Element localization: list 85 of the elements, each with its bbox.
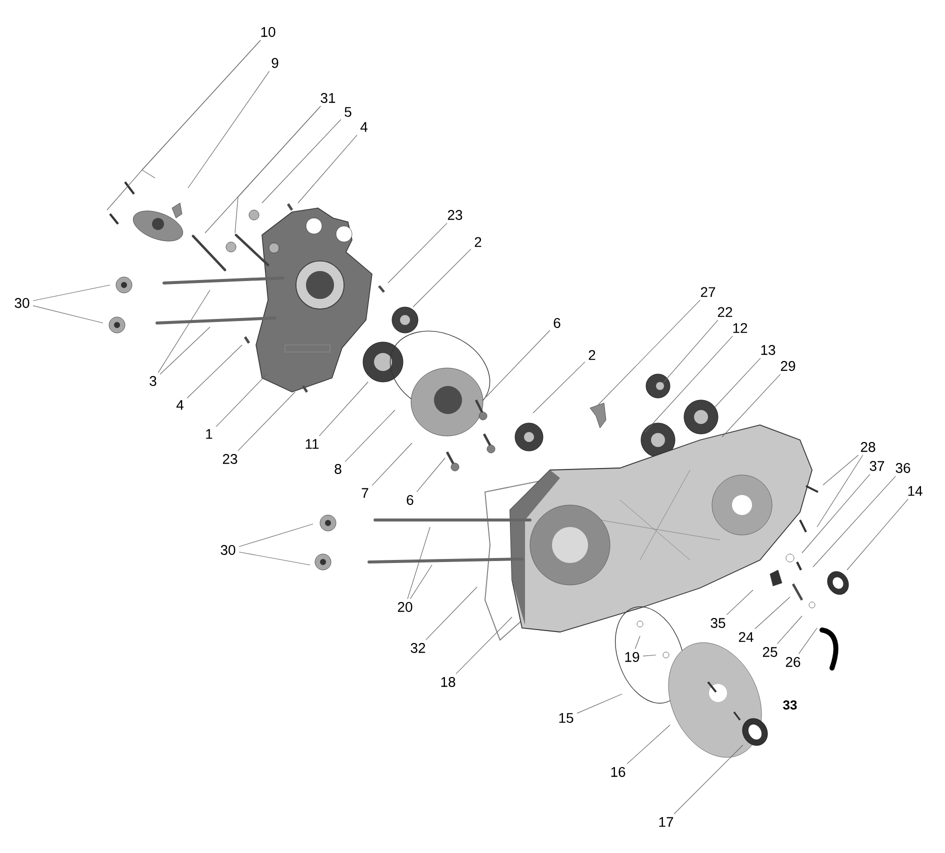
callout-number: 7 <box>362 488 368 498</box>
callout-number: 9 <box>272 58 278 68</box>
callout-number: 4 <box>176 400 184 410</box>
leader-line <box>626 724 670 764</box>
callout-number: 29 <box>780 361 796 371</box>
callout-number: 14 <box>908 486 922 496</box>
callout-number: 31 <box>320 93 336 103</box>
leader-line <box>456 616 512 674</box>
leader-line <box>344 410 396 462</box>
leader-line <box>160 326 210 375</box>
leader-line <box>372 442 412 486</box>
leader-line <box>158 290 210 374</box>
callout-number: 30 <box>220 545 236 555</box>
leader-line <box>798 628 818 654</box>
leader-line <box>714 358 761 408</box>
leader-line <box>216 374 268 427</box>
leader-line <box>816 454 864 528</box>
callout-number: 28 <box>860 442 876 452</box>
callout-number: 10 <box>261 27 276 37</box>
callout-number: 5 <box>344 107 352 117</box>
leader-line <box>846 498 908 570</box>
callout-number: 4 <box>360 122 368 132</box>
callout-number: 26 <box>786 657 800 667</box>
callout-number: 22 <box>718 307 732 317</box>
leader-line <box>410 564 432 600</box>
callout-number: 17 <box>659 817 674 827</box>
leader-line <box>407 526 430 600</box>
leader-line <box>802 474 870 554</box>
leader-line <box>726 590 754 616</box>
leader-line <box>318 382 368 436</box>
callout-number: 8 <box>334 464 342 474</box>
callout-number: 6 <box>554 318 560 328</box>
callout-number: 37 <box>870 461 884 471</box>
leader-line <box>186 344 242 398</box>
leader-line <box>388 222 448 284</box>
leader-line <box>634 636 640 650</box>
leader-line <box>32 284 110 302</box>
callout-number: 24 <box>738 632 754 642</box>
leader-line <box>532 362 586 414</box>
callout-number: 11 <box>306 439 319 449</box>
leader-line <box>412 248 472 308</box>
leader-line <box>486 330 550 398</box>
leader-line <box>644 336 733 432</box>
leader-line <box>776 616 802 644</box>
leader-line <box>298 134 358 204</box>
callout-number: 16 <box>611 767 626 777</box>
callout-number: 35 <box>710 618 726 628</box>
callout-number: 15 <box>559 713 574 723</box>
callout-number: 1 <box>206 429 212 439</box>
callout-number: 2 <box>588 350 596 360</box>
leader-line <box>188 70 270 188</box>
leader-line <box>234 106 321 234</box>
leader-line <box>262 119 342 204</box>
leader-line <box>674 744 744 814</box>
leader-line <box>238 524 314 547</box>
callout-number: 12 <box>733 323 748 333</box>
callout-number: 27 <box>700 287 716 297</box>
leader-line <box>238 552 310 566</box>
callout-number: 3 <box>150 376 156 386</box>
leader-line <box>416 458 446 492</box>
leader-line <box>576 694 622 714</box>
leader-line <box>662 320 718 384</box>
leader-line <box>238 392 296 452</box>
callout-number: 33 <box>783 700 797 710</box>
leader-line <box>32 305 104 324</box>
callout-number: 32 <box>410 643 426 653</box>
callout-number: 2 <box>474 237 482 247</box>
callout-number: 30 <box>14 298 30 308</box>
leader-line <box>812 476 896 568</box>
leader-line <box>822 454 859 486</box>
callout-number: 19 <box>625 652 640 662</box>
callout-number: 25 <box>762 647 778 657</box>
leader-line <box>754 596 790 630</box>
callout-number: 13 <box>761 345 776 355</box>
callout-number: 20 <box>398 602 412 612</box>
callout-number: 23 <box>222 454 238 464</box>
leader-line <box>642 654 656 656</box>
callout-number: 36 <box>896 463 910 473</box>
callout-number: 18 <box>441 677 456 687</box>
leader-line <box>722 374 781 438</box>
callout-number: 23 <box>448 210 462 220</box>
leader-line <box>598 300 700 406</box>
callout-number: 6 <box>406 495 414 505</box>
leader-line <box>142 40 261 178</box>
leader-line <box>426 586 478 640</box>
